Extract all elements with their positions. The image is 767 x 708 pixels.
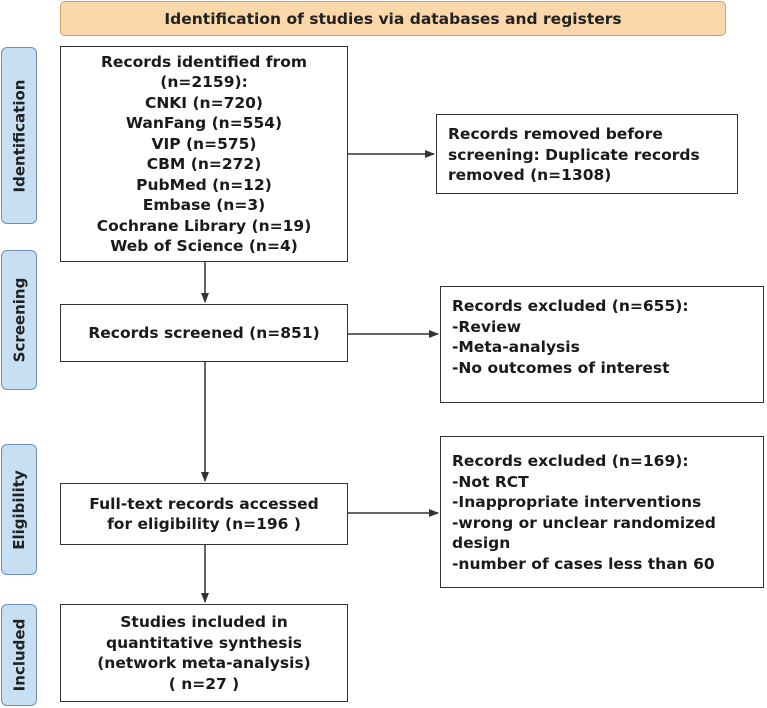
full-text-line: Full-text records accessed bbox=[89, 494, 319, 513]
records-identified-box: Records identified from (n=2159): CNKI (… bbox=[60, 46, 348, 262]
included-line: (network meta-analysis) bbox=[97, 654, 311, 672]
excluded-screening-line: -Review bbox=[452, 317, 522, 336]
included-line: ( n=27 ) bbox=[168, 674, 240, 693]
header-banner: Identification of studies via databases … bbox=[60, 1, 726, 36]
records-screened-line: Records screened (n=851) bbox=[88, 323, 320, 342]
excluded-eligibility-line: -Inappropriate interventions bbox=[452, 493, 702, 511]
excluded-screening-box: Records excluded (n=655): -Review -Meta-… bbox=[440, 286, 764, 403]
excluded-eligibility-line: design bbox=[452, 534, 511, 552]
records-removed-box: Records removed before screening: Duplic… bbox=[436, 114, 738, 194]
phase-included: Included bbox=[1, 604, 37, 706]
included-line: quantitative synthesis bbox=[105, 633, 303, 652]
records-removed-line: Records removed before bbox=[448, 125, 663, 143]
excluded-eligibility-line: -number of cases less than 60 bbox=[452, 554, 715, 573]
full-text-box: Full-text records accessed for eligibili… bbox=[60, 483, 348, 545]
records-removed-line: screening: Duplicate records bbox=[448, 145, 700, 164]
records-identified-line: Cochrane Library (n=19) bbox=[96, 216, 312, 235]
records-identified-line: Records identified from bbox=[100, 52, 307, 71]
records-identified-line: CBM (n=272) bbox=[146, 155, 262, 173]
records-identified-line: CNKI (n=720) bbox=[144, 93, 264, 112]
records-identified-line: WanFang (n=554) bbox=[125, 114, 283, 132]
included-box: Studies included in quantitative synthes… bbox=[60, 604, 348, 702]
excluded-eligibility-line: -Not RCT bbox=[452, 472, 529, 491]
included-line: Studies included in bbox=[120, 613, 288, 631]
excluded-eligibility-line: -wrong or unclear randomized bbox=[452, 513, 716, 532]
records-screened-box: Records screened (n=851) bbox=[60, 304, 348, 362]
records-identified-line: Web of Science (n=4) bbox=[110, 237, 298, 255]
excluded-screening-line: -Meta-analysis bbox=[452, 338, 580, 356]
records-identified-line: Embase (n=3) bbox=[142, 196, 266, 214]
full-text-line: for eligibility (n=196 ) bbox=[107, 515, 301, 533]
records-identified-line: PubMed (n=12) bbox=[136, 175, 272, 194]
records-identified-line: VIP (n=575) bbox=[151, 134, 257, 153]
records-removed-line: removed (n=1308) bbox=[448, 166, 612, 184]
header-title: Identification of studies via databases … bbox=[164, 9, 622, 28]
phase-eligibility: Eligibility bbox=[1, 444, 37, 575]
excluded-eligibility-line: Records excluded (n=169): bbox=[452, 452, 689, 470]
phase-identification: Identification bbox=[1, 47, 37, 224]
excluded-screening-line: -No outcomes of interest bbox=[452, 358, 670, 377]
excluded-screening-line: Records excluded (n=655): bbox=[452, 297, 689, 315]
excluded-eligibility-box: Records excluded (n=169): -Not RCT -Inap… bbox=[440, 436, 764, 588]
phase-screening: Screening bbox=[1, 250, 37, 390]
records-identified-line: (n=2159): bbox=[160, 73, 248, 91]
